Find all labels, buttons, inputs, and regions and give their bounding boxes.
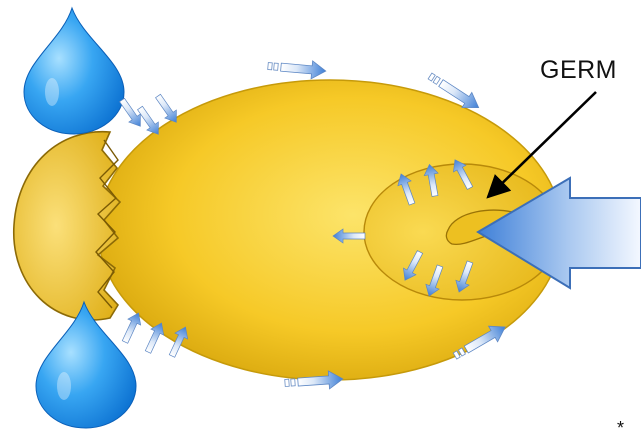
water-droplet-icon [36,302,136,428]
water-droplet-icon [24,8,124,134]
germ-label: GERM [540,56,617,85]
flow-arrow-icon [267,57,326,80]
cracked-seed-coat [14,132,120,320]
footnote-marker: * [617,418,624,439]
